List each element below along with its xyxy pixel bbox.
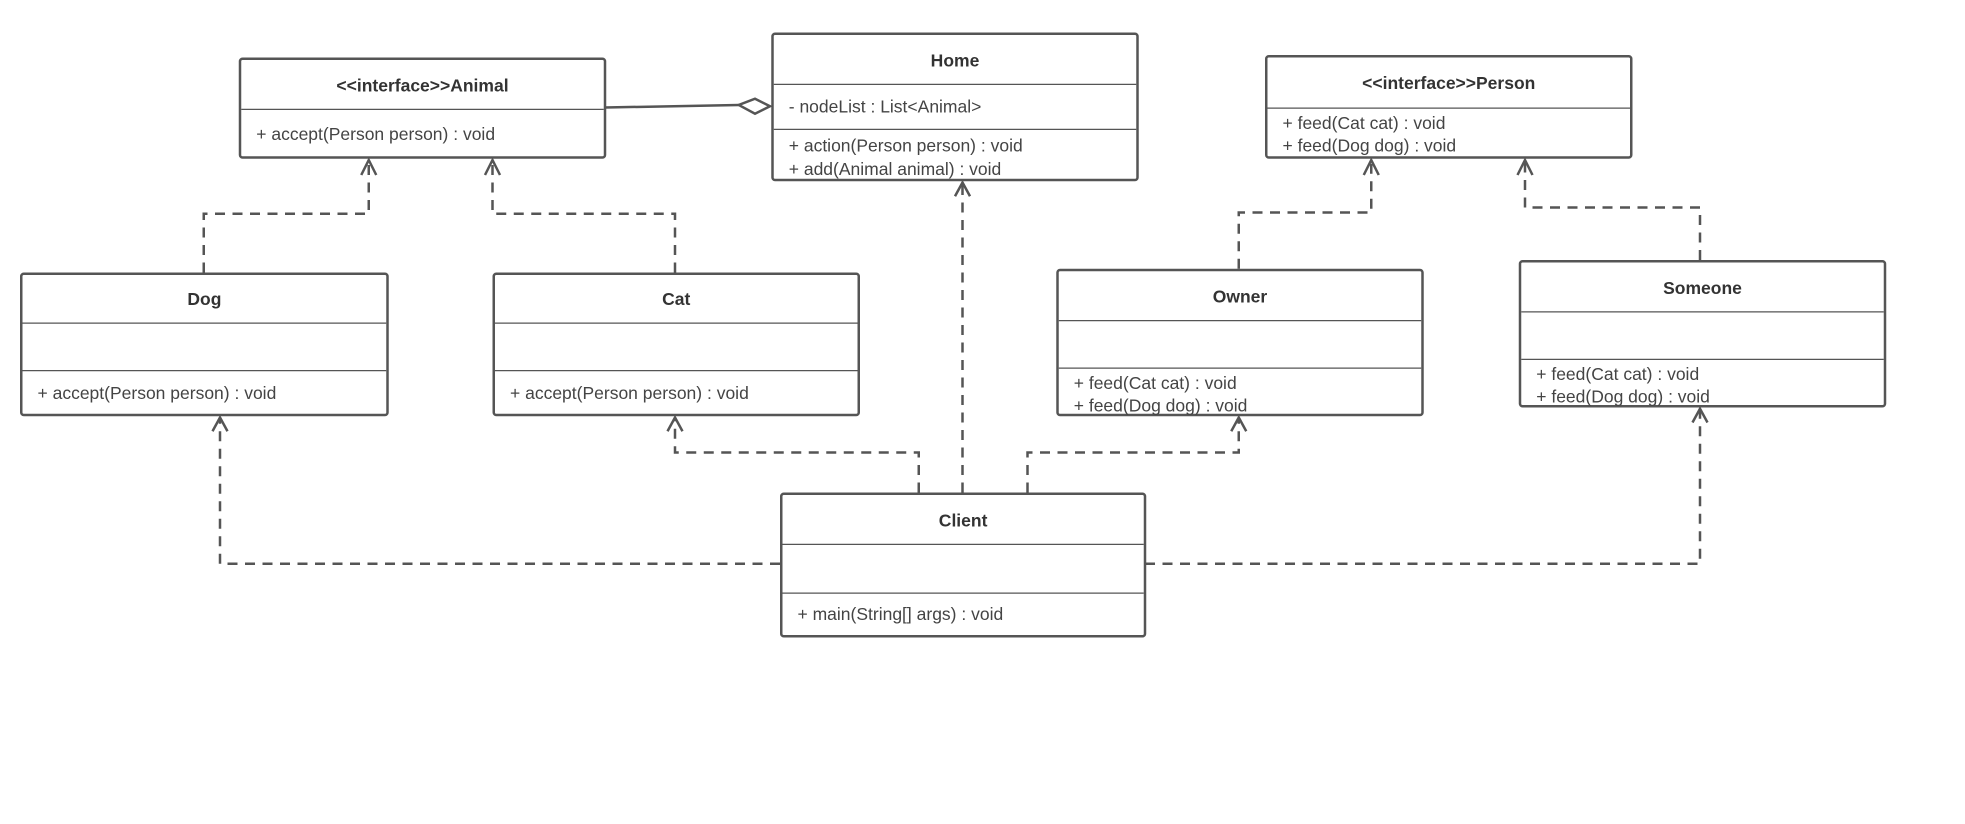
class-name: Owner — [1058, 271, 1422, 322]
method-row: + accept(Person person) : void — [256, 123, 496, 144]
connectors-layer — [202, 97, 1709, 565]
dependency-client-someone — [1145, 408, 1702, 565]
method-row: + feed(Dog dog) : void — [1073, 395, 1248, 415]
attributes-section — [22, 324, 387, 372]
method-row: + feed(Cat cat) : void — [1282, 112, 1446, 133]
class-owner[interactable]: Owner + feed(Cat cat) : void + feed(Dog … — [1056, 268, 1424, 417]
attributes-section: - nodeList : List<Animal> — [773, 85, 1137, 130]
realization-someone-person — [1523, 160, 1702, 260]
class-name: <<interface>>Person — [1267, 58, 1630, 109]
method-row: + action(Person person) : void — [788, 135, 1023, 155]
attributes-section — [782, 545, 1144, 594]
method-row: + accept(Person person) : void — [510, 382, 749, 403]
class-name: Home — [773, 35, 1137, 85]
method-row: + feed(Dog dog) : void — [1282, 135, 1457, 155]
dependency-client-cat — [673, 417, 920, 493]
aggregation-animal-home — [604, 103, 739, 109]
realization-head-owner-person — [1362, 157, 1380, 176]
realization-dog-animal — [202, 160, 370, 273]
method-row: + accept(Person person) : void — [37, 382, 277, 403]
class-cat[interactable]: Cat + accept(Person person) : void — [492, 272, 860, 417]
class-name: Client — [782, 495, 1144, 545]
attribute-row: - nodeList : List<Animal> — [788, 96, 982, 117]
class-name: Cat — [495, 275, 858, 324]
method-row: + feed(Cat cat) : void — [1073, 372, 1237, 393]
methods-section: + accept(Person person) : void — [495, 371, 858, 405]
attributes-section — [1521, 313, 1884, 360]
aggregation-diamond — [735, 97, 773, 116]
class-someone[interactable]: Someone + feed(Cat cat) : void + feed(Do… — [1518, 260, 1887, 408]
realization-head-dog-animal — [360, 157, 378, 176]
methods-section: + feed(Cat cat) : void + feed(Dog dog) :… — [1268, 109, 1631, 156]
methods-section: + feed(Cat cat) : void + feed(Dog dog) :… — [1059, 369, 1422, 416]
attributes-section — [495, 324, 858, 372]
class-name: Someone — [1521, 263, 1884, 313]
realization-cat-animal — [491, 160, 677, 273]
methods-section: + accept(Person person) : void — [23, 371, 387, 405]
class-name: <<interface>>Animal — [241, 60, 604, 110]
realization-owner-person — [1237, 160, 1373, 269]
methods-section: + accept(Person person) : void — [241, 110, 604, 146]
class-dog[interactable]: Dog + accept(Person person) : void — [20, 272, 389, 417]
attributes-section — [1058, 321, 1422, 369]
dependency-client-owner — [1026, 417, 1240, 493]
dependency-head-someone — [1691, 406, 1709, 424]
methods-section: + main(String[] args) : void — [783, 594, 1144, 627]
dependency-head-dog — [211, 414, 229, 432]
realization-head-cat-animal — [483, 157, 502, 176]
method-row: + main(String[] args) : void — [797, 603, 1004, 624]
method-row: + feed(Cat cat) : void — [1536, 363, 1700, 384]
class-name: Dog — [22, 275, 387, 324]
dependency-head-owner — [1230, 414, 1248, 432]
class-home[interactable]: Home - nodeList : List<Animal> + action(… — [771, 32, 1139, 182]
method-row: + feed(Dog dog) : void — [1536, 386, 1710, 407]
dependency-head-home — [953, 179, 972, 197]
dependency-client-dog — [218, 417, 780, 565]
class-person[interactable]: <<interface>>Person + feed(Cat cat) : vo… — [1265, 55, 1633, 159]
realization-head-someone-person — [1516, 157, 1534, 176]
methods-section: + feed(Cat cat) : void + feed(Dog dog) :… — [1521, 360, 1884, 407]
class-animal[interactable]: <<interface>>Animal + accept(Person pers… — [238, 57, 607, 159]
methods-section: + action(Person person) : void + add(Ani… — [774, 130, 1137, 180]
method-row: + add(Animal animal) : void — [788, 158, 1002, 179]
dependency-head-cat — [666, 414, 684, 432]
class-client[interactable]: Client + main(String[] args) : void — [780, 492, 1147, 638]
